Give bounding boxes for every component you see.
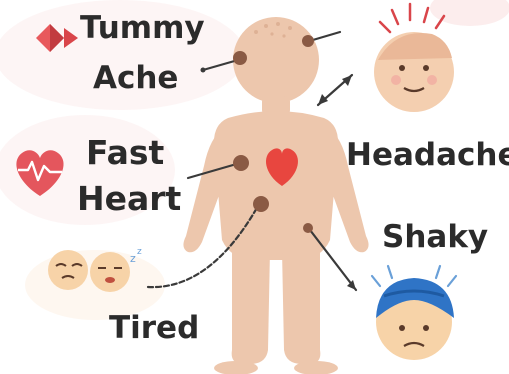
shaky-label: Shaky — [382, 222, 488, 253]
headache-face-icon — [374, 4, 454, 112]
svg-text:z: z — [130, 252, 136, 265]
fast-heart-label-line2: Heart — [77, 182, 181, 215]
tummy-ache-label-line1: Tummy — [80, 13, 205, 44]
fast-heart-label-line1: Fast — [86, 136, 164, 169]
tummy-ache-label-line2: Ache — [93, 63, 178, 94]
headache-label: Headache — [346, 140, 509, 171]
svg-text:z: z — [137, 247, 142, 257]
tired-label: Tired — [109, 313, 199, 344]
shaky-face-icon — [372, 266, 456, 360]
